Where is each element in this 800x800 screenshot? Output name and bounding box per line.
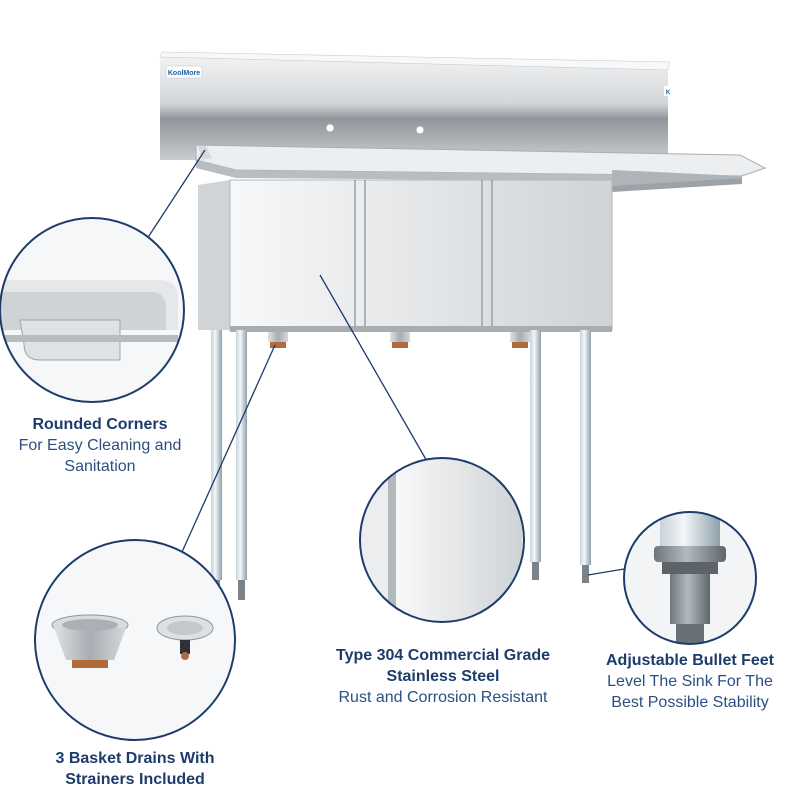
steel-title: Type 304 Commercial Grade Stainless Stee… [335,647,551,685]
bullet-feet-label: Adjustable Bullet Feet Level The Sink Fo… [590,650,790,713]
strainer-basket-icon [51,614,129,668]
rounded-corners-title: Rounded Corners [32,416,168,433]
strainer-plug-icon [156,615,214,660]
steel-callout [359,457,525,623]
bullet-feet-callout [623,511,757,645]
bullet-foot-icon [654,512,726,644]
sink-body [198,179,613,332]
svg-text:KoolMore: KoolMore [168,70,200,77]
leader-lines [144,149,631,576]
drain-fittings [268,332,530,348]
bullet-feet-subtitle: Level The Sink For The Best Possible Sta… [607,673,773,711]
drains-callout [34,539,236,741]
steel-subtitle: Rust and Corrosion Resistant [338,689,548,706]
steel-label: Type 304 Commercial Grade Stainless Stee… [312,645,574,708]
drainboard [612,170,742,192]
bullet-feet-title: Adjustable Bullet Feet [605,652,775,669]
rounded-corners-label: Rounded Corners For Easy Cleaning and Sa… [2,414,198,477]
rounded-corners-subtitle: For Easy Cleaning and Sanitation [18,437,182,475]
backsplash [159,51,671,160]
drains-title: 3 Basket Drains With Strainers Included [55,750,215,788]
rounded-corners-callout [0,217,185,403]
svg-text:K: K [666,90,671,96]
drains-label: 3 Basket Drains With Strainers Included [25,748,245,790]
brand-logo: KoolMore K [165,65,672,96]
